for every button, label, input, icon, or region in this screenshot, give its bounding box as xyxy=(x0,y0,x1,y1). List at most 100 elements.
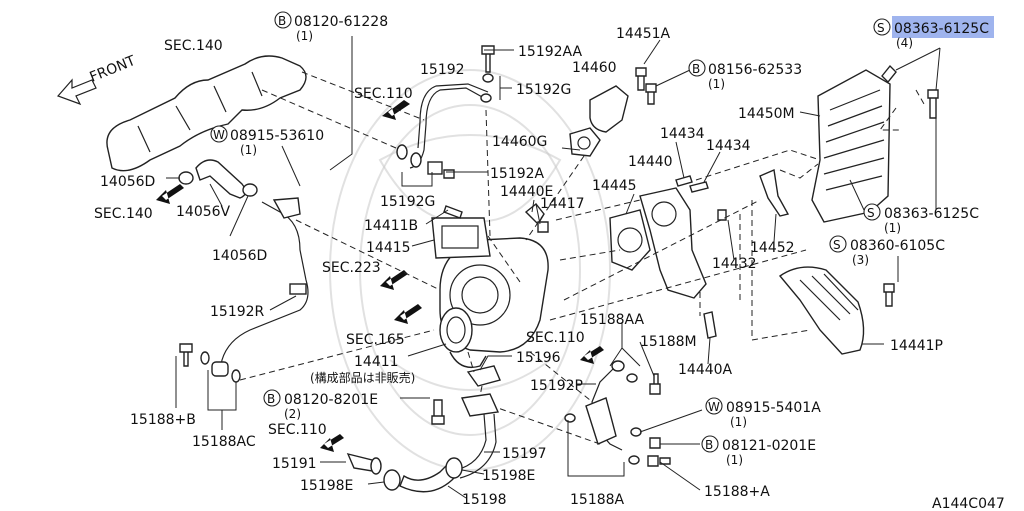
labels: FRONT SEC.140 B 08120-61228 (1) 15192 15… xyxy=(88,11,1005,511)
gasket-15192G-part xyxy=(396,144,408,160)
label-08121-0201E: 08121-0201E xyxy=(722,438,816,454)
selected-part-highlight xyxy=(892,16,994,38)
screw-08363-part xyxy=(881,64,897,84)
label-sec223: SEC.223 xyxy=(322,260,381,276)
diagram-code: A144C047 xyxy=(932,496,1005,511)
label-14440: 14440 xyxy=(628,154,673,170)
turbocharger-part xyxy=(431,217,549,369)
sec110-arrow-icon-b xyxy=(580,346,604,364)
label-08156-62533: 08156-62533 xyxy=(708,62,802,78)
label-sec110-c: SEC.110 xyxy=(268,422,327,438)
label-14434-b: 14434 xyxy=(706,138,751,154)
label-sec140: SEC.140 xyxy=(164,38,223,54)
bolt-08120-8201E-part xyxy=(431,399,445,425)
label-15198: 15198 xyxy=(462,492,507,508)
bracket-14452-part xyxy=(759,169,790,217)
svg-text:S: S xyxy=(877,21,885,35)
svg-text:W: W xyxy=(708,400,720,414)
hose-14056V-part xyxy=(195,159,247,199)
label-15188B: 15188+B xyxy=(130,412,196,428)
label-14056D-b: 14056D xyxy=(212,248,267,264)
svg-text:W: W xyxy=(213,128,225,142)
label-14441P: 14441P xyxy=(890,338,943,354)
label-15192AA: 15192AA xyxy=(518,44,583,60)
label-15192P: 15192P xyxy=(530,378,583,394)
label-14432: 14432 xyxy=(712,256,757,272)
svg-text:S: S xyxy=(867,206,875,220)
label-08120-8201E: 08120-8201E xyxy=(284,392,378,408)
sec165-arrow-icon xyxy=(394,304,422,324)
gasket-14445-part xyxy=(609,209,651,271)
label-sec110: SEC.110 xyxy=(354,86,413,102)
nut-14417-part xyxy=(537,221,549,233)
flange-15197-part xyxy=(460,393,500,417)
label-14460: 14460 xyxy=(572,60,617,76)
elbow-14440-part xyxy=(639,187,707,299)
sec110-arrow-icon-c xyxy=(320,434,344,452)
banjo-bolt-part xyxy=(481,45,495,73)
label-14415: 14415 xyxy=(366,240,411,256)
label-14056D: 14056D xyxy=(100,174,155,190)
bolt-08121-part xyxy=(649,437,661,449)
label-14440E: 14440E xyxy=(500,184,553,200)
label-14417: 14417 xyxy=(540,196,585,212)
label-14450M: 14450M xyxy=(738,106,795,122)
exhaust-manifold-part xyxy=(106,55,307,172)
label-not-sold-note: (構成部品は非販売) xyxy=(310,370,415,385)
label-08120-61228: 08120-61228 xyxy=(294,14,388,30)
heat-shield-14441P-part xyxy=(778,266,865,355)
label-sec110-b: SEC.110 xyxy=(526,330,585,346)
label-14056V: 14056V xyxy=(176,204,231,220)
heat-shield-14450M-part xyxy=(811,69,891,223)
qty-3: (3) xyxy=(852,253,869,267)
outlet-14460-part xyxy=(589,85,629,133)
oil-pipe-15192R-part xyxy=(219,201,309,371)
label-15192: 15192 xyxy=(420,62,465,78)
label-15188A: 15188A xyxy=(570,492,625,508)
label-15198E: 15198E xyxy=(482,468,535,484)
clamp-14056D-part xyxy=(178,171,194,185)
label-08360-6105C: 08360-6105C xyxy=(850,238,945,254)
svg-text:B: B xyxy=(278,14,286,28)
label-08915-5401A: 08915-5401A xyxy=(726,400,821,416)
label-14411B: 14411B xyxy=(364,218,418,234)
assembly-lines xyxy=(239,71,925,445)
svg-text:B: B xyxy=(705,438,713,452)
label-15188A-plus: 15188+A xyxy=(704,484,770,500)
front-arrow-icon xyxy=(56,78,97,106)
leader-lines xyxy=(166,36,941,499)
qty-4: (4) xyxy=(896,36,913,50)
label-sec165: SEC.165 xyxy=(346,332,405,348)
bolt-14451A-part xyxy=(635,67,647,91)
qty-2: (2) xyxy=(284,407,301,421)
label-15188M: 15188M xyxy=(640,334,697,350)
label-08915-53610: 08915-53610 xyxy=(230,128,324,144)
bolt-15188B-part xyxy=(179,343,193,367)
qty-1: (1) xyxy=(240,143,257,157)
bolt-15188A-part xyxy=(647,455,671,467)
label-15196: 15196 xyxy=(516,350,561,366)
svg-text:S: S xyxy=(833,238,841,252)
label-sec140-b: SEC.140 xyxy=(94,206,153,222)
stud-14434-part xyxy=(675,175,693,187)
label-14451A: 14451A xyxy=(616,26,671,42)
sec223-arrow-icon xyxy=(380,270,408,290)
label-15191: 15191 xyxy=(272,456,317,472)
qty-1: (1) xyxy=(296,29,313,43)
clamp-14056D-part-b xyxy=(242,183,258,197)
water-pipe-15192-part xyxy=(409,87,485,169)
label-15192G: 15192G xyxy=(516,82,571,98)
stud-14411B-part xyxy=(443,205,463,219)
watermark-crest xyxy=(329,69,611,471)
gasket-15196-part xyxy=(466,365,501,387)
clamp-15198E-part xyxy=(383,469,401,491)
svg-text:B: B xyxy=(692,62,700,76)
label-14445: 14445 xyxy=(592,178,637,194)
label-15192A: 15192A xyxy=(490,166,545,182)
stud-14440A-part xyxy=(703,311,717,339)
label-15192R: 15192R xyxy=(210,304,265,320)
label-15188AC: 15188AC xyxy=(192,434,256,450)
qty-1: (1) xyxy=(730,415,747,429)
